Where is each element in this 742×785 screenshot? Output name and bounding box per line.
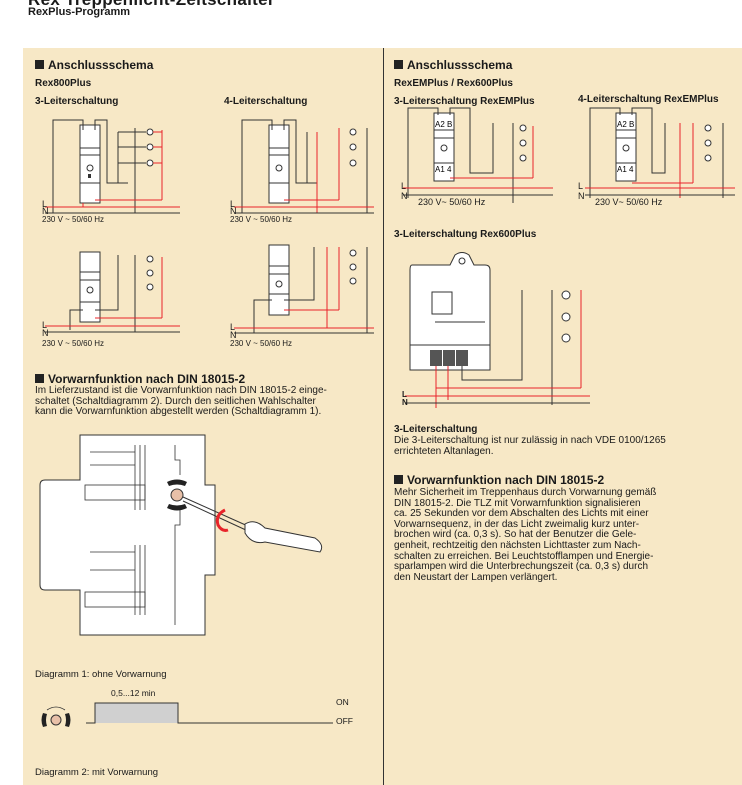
svg-text:A1 4: A1 4 (617, 165, 634, 174)
selector-switch-icon (41, 706, 71, 727)
square-bullet-icon (394, 60, 403, 69)
right-note-text: Die 3-Leiterschaltung ist nur zulässig i… (394, 435, 666, 457)
right-n-label-3: N (402, 398, 408, 407)
right-n-label: N (401, 191, 408, 201)
right-diagram-label-a: 3-Leiterschaltung RexEMPlus (394, 96, 535, 107)
square-bullet-icon (394, 475, 403, 484)
supply-label-3: 230 V ~ 50/60 Hz (42, 339, 105, 348)
wiring-diagram-rex800-3wire (45, 119, 180, 214)
right-vorwarn-text: Mehr Sicherheit im Treppenhaus durch Vor… (394, 487, 657, 583)
diagram2-caption: Diagramm 2: mit Vorwarnung (35, 767, 159, 778)
text-line: Im Lieferzustand ist die Vorwarnfunktion… (35, 385, 327, 396)
heading-text: Vorwarnfunktion nach DIN 18015-2 (48, 372, 246, 386)
right-product-name: RexEMPlus / Rex600Plus (394, 78, 513, 89)
heading-text: Anschlussschema (48, 58, 154, 72)
device-selector-illustration (39, 434, 323, 636)
left-l-label-2: L (230, 199, 236, 209)
wire (94, 119, 128, 184)
left-section-heading-vorwarn: Vorwarnfunktion nach DIN 18015-2 (35, 372, 245, 386)
wire (52, 119, 84, 213)
wiring-diagram-rex800-4wire (234, 119, 374, 214)
left-section-heading-anschluss: Anschlussschema (35, 58, 153, 72)
supply-label: 230 V ~ 50/60 Hz (42, 215, 105, 224)
svg-text:A2 B: A2 B (617, 120, 634, 129)
text-line: errichteten Altanlagen. (394, 445, 494, 457)
off-label: OFF (336, 716, 353, 726)
wiring-diagram-rexemplus-3wire: A2 B A1 4 (403, 107, 553, 203)
text-line: schalten zu erreichen. Bei Leuchtstoffla… (394, 550, 654, 562)
supply-label-2: 230 V ~ 50/60 Hz (230, 215, 293, 224)
time-range-label: 0,5...12 min (111, 688, 156, 698)
svg-text:A2 B: A2 B (435, 120, 452, 129)
page-title: Rex Treppenlicht-Zeitschalter (28, 0, 275, 10)
left-n-label: N (42, 206, 49, 216)
left-n-label-3: N (42, 328, 49, 338)
text-line: brochen wird (ca. 0,3 s). So hat der Ben… (394, 529, 637, 541)
left-n-label-4: N (230, 330, 237, 340)
left-diagram-label-3: 3-Leiterschaltung (35, 96, 119, 107)
right-section-heading-vorwarn: Vorwarnfunktion nach DIN 18015-2 (394, 473, 604, 487)
right-supply-label: 230 V~ 50/60 Hz (418, 197, 486, 207)
right-l-label-3: L (402, 390, 407, 399)
left-l-label-3: L (42, 320, 48, 330)
right-section-heading-anschluss: Anschlussschema (394, 58, 512, 72)
text-line: schaltet (Schaltdiagramm 2). Durch den s… (35, 395, 316, 407)
text-line: Vorwarnsequenz, in der das Licht zweimal… (394, 518, 640, 530)
on-label: ON (336, 697, 349, 707)
text-line: den Neustart der Lampen verlängert. (394, 571, 558, 583)
heading-text: Anschlussschema (407, 58, 513, 72)
text-line: genheit, rechtzeitig den nächsten Lichtt… (394, 539, 641, 551)
text-line: ca. 25 Sekunden vor dem Abschalten des L… (394, 508, 649, 520)
right-diagram-label-b: 4-Leiterschaltung RexEMPlus (578, 94, 719, 105)
svg-text:A1 4: A1 4 (435, 165, 452, 174)
text-line: DIN 18015-2. Die TLZ mit Vorwarnfunktion… (394, 497, 641, 509)
device-module (79, 124, 101, 204)
left-n-label-2: N (230, 206, 237, 216)
left-l-label: L (42, 199, 48, 209)
text-line: Die 3-Leiterschaltung ist nur zulässig i… (394, 435, 666, 446)
text-line: sparlampen wird die Unterbrechungszeit (… (394, 561, 649, 573)
left-diagram-label-4: 4-Leiterschaltung (224, 96, 308, 107)
wiring-diagram-rex600plus (405, 252, 590, 408)
right-l-label-2: L (578, 181, 584, 191)
heading-text: Vorwarnfunktion nach DIN 18015-2 (407, 473, 605, 487)
switches-and-lamps (95, 128, 163, 201)
selector-screw (170, 488, 184, 502)
left-l-label-4: L (230, 322, 236, 332)
wiring-diagram-rex800-3wire-alt (45, 251, 180, 333)
right-note-heading: 3-Leiterschaltung (394, 424, 478, 435)
timing-line (86, 702, 333, 724)
supply-label-4: 230 V ~ 50/60 Hz (230, 339, 293, 348)
left-product-name: Rex800Plus (35, 78, 92, 89)
wiring-diagram-rex800-4wire-alt (234, 244, 374, 334)
timing-diagram-1 (41, 702, 333, 727)
left-vorwarn-text: Im Lieferzustand ist die Vorwarnfunktion… (35, 385, 327, 418)
screwdriver-icon (182, 496, 323, 553)
square-bullet-icon (35, 60, 44, 69)
right-l-label: L (401, 181, 407, 191)
square-bullet-icon (35, 374, 44, 383)
rotate-arrow-icon (215, 508, 229, 532)
diagram1-caption: Diagramm 1: ohne Vorwarnung (35, 669, 167, 680)
text-line: kann die Vorwarnfunktion abgestellt werd… (35, 406, 322, 418)
column-divider (383, 48, 384, 785)
page-subtitle: RexPlus-Programm (28, 6, 131, 18)
text-line: Mehr Sicherheit im Treppenhaus durch Vor… (394, 487, 657, 498)
wiring-diagram-rexemplus-4wire: A2 B A1 4 (585, 107, 735, 198)
right-diagram-label-c: 3-Leiterschaltung Rex600Plus (394, 229, 537, 240)
right-n-label-2: N (578, 191, 585, 201)
on-period-bar (95, 703, 178, 723)
right-supply-label-2: 230 V~ 50/60 Hz (595, 197, 663, 207)
